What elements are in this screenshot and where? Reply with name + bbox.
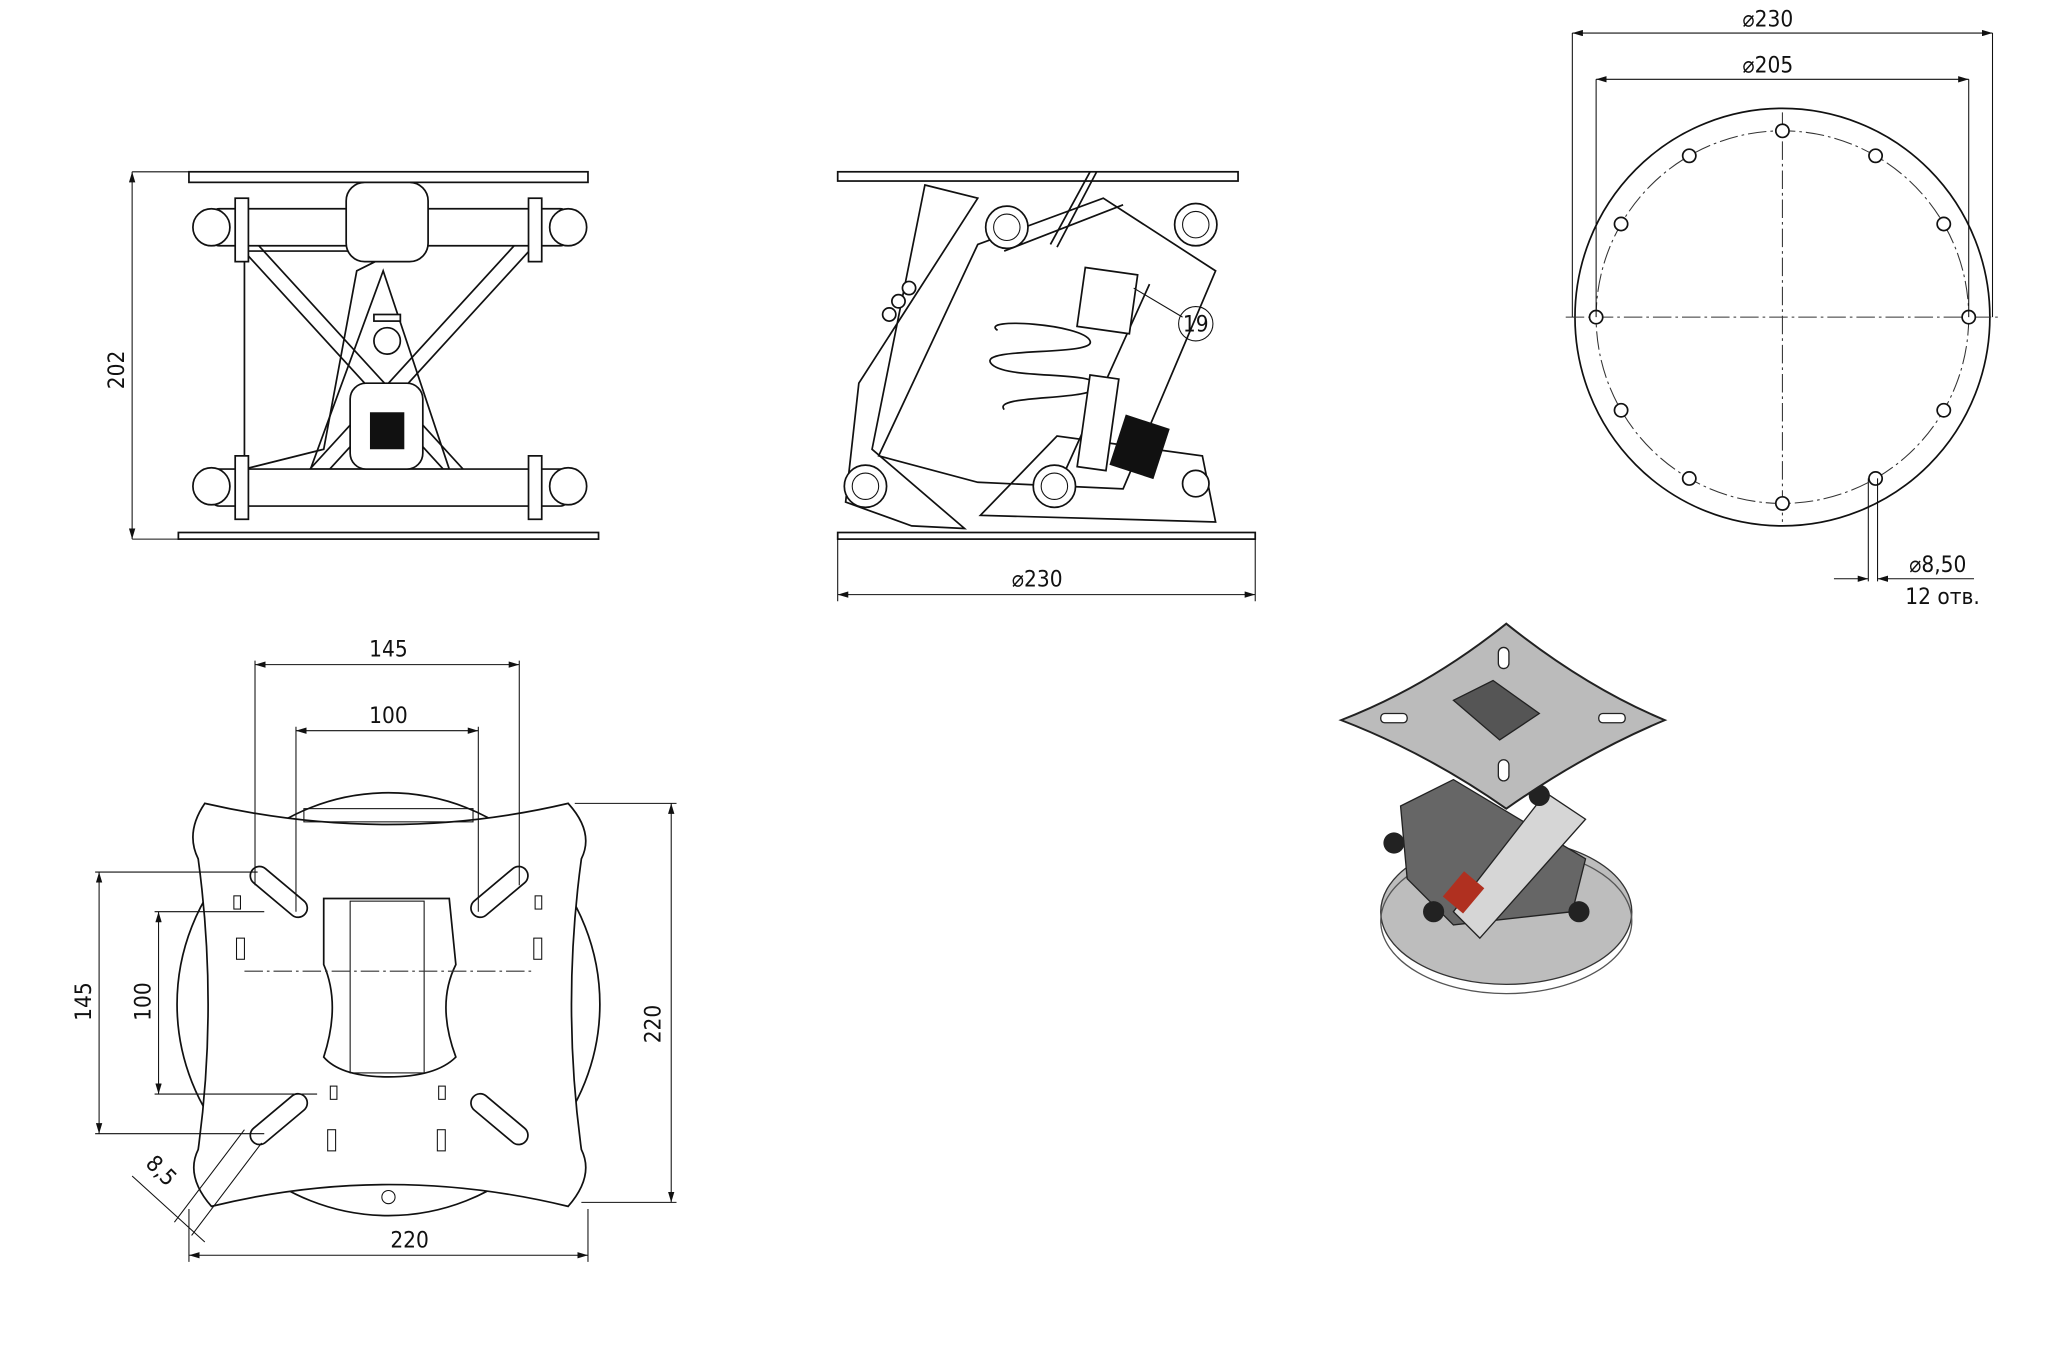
bottom-view: 145 100 145 100 220 220 8,5 — [71, 637, 677, 1262]
mounting-hole — [1936, 402, 1952, 418]
hole-count: 12 отв. — [1905, 584, 1980, 610]
front-view: 202 — [104, 170, 600, 540]
mounting-hole — [1936, 216, 1952, 232]
mounting-hole — [1681, 471, 1697, 486]
mounting-hole — [1613, 216, 1629, 232]
slot-span-inner-h: 100 — [369, 703, 408, 729]
mounting-hole — [1868, 148, 1884, 164]
isometric-render — [1338, 622, 1668, 995]
part-balloon: 19 — [1183, 312, 1209, 338]
mounting-hole — [1868, 471, 1884, 486]
top-outer-diameter: ⌀230 — [1743, 6, 1794, 32]
mounting-hole — [1681, 148, 1697, 164]
mounting-hole — [1613, 402, 1629, 418]
plate-width: 220 — [390, 1227, 429, 1253]
top-view: ⌀230 ⌀205 ⌀8,50 12 отв. — [1565, 6, 1998, 610]
front-height-dimension: 202 — [104, 351, 130, 390]
slots — [233, 865, 543, 1205]
mounting-hole — [1774, 495, 1790, 511]
top-pcd-diameter: ⌀205 — [1743, 53, 1794, 79]
slot-width: 8,5 — [140, 1150, 181, 1191]
mounting-hole — [1774, 123, 1790, 139]
slot-span-outer-v: 145 — [71, 982, 97, 1021]
slot-span-inner-v: 100 — [131, 982, 157, 1021]
plate-height: 220 — [641, 1005, 667, 1044]
slot-span-outer-h: 145 — [369, 637, 408, 663]
hole-diameter: ⌀8,50 — [1909, 552, 1966, 578]
side-view: 19 ⌀230 — [836, 170, 1257, 602]
side-diameter-dimension: ⌀230 — [1012, 567, 1063, 593]
